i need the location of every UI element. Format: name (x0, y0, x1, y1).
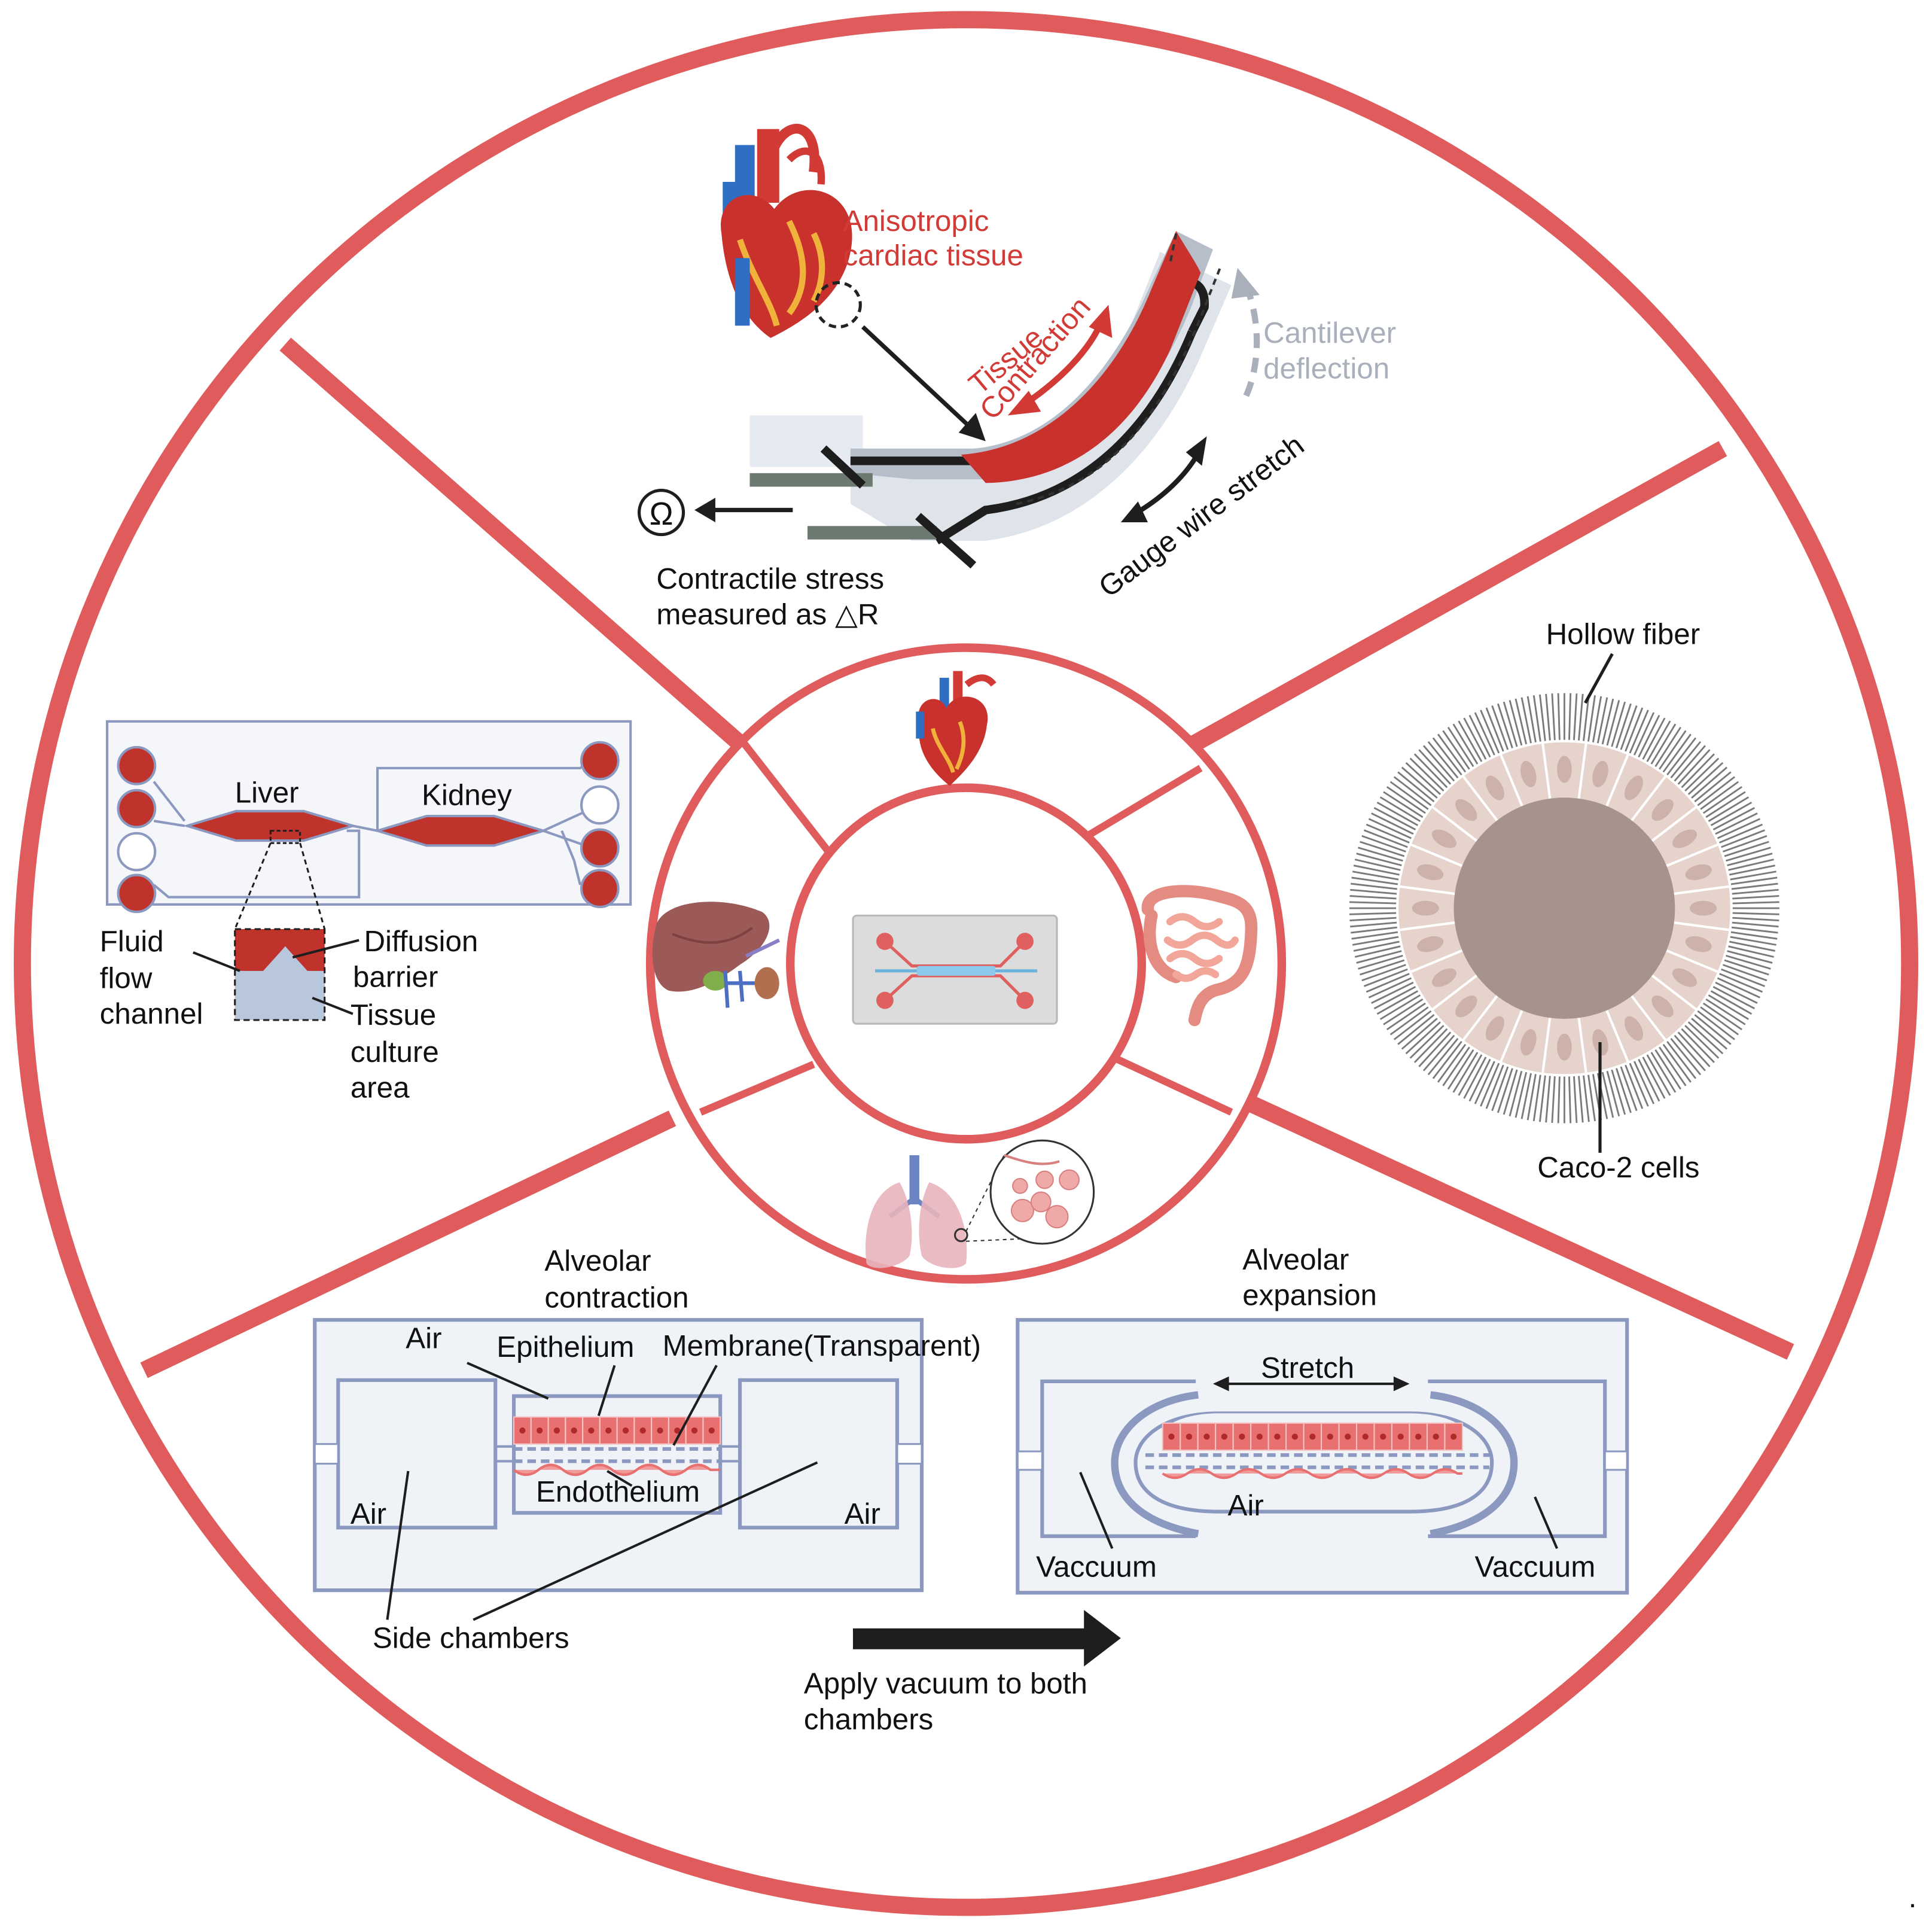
kidney-channel (373, 814, 548, 847)
expansion-title-line2: expansion (1242, 1279, 1377, 1312)
liver-label: Liver (235, 776, 299, 809)
diffusion-label-line2: barrier (353, 961, 438, 994)
air-label-expansion: Air (1228, 1489, 1264, 1522)
air-label-right: Air (845, 1497, 880, 1530)
heart-icon (916, 671, 997, 786)
divider-top-left (279, 337, 746, 750)
epithelium-cells (513, 1416, 721, 1445)
cross-section-inset (234, 928, 326, 1021)
heart-pointer-arrow (861, 325, 975, 432)
lung-section: Alveolar contraction Alveolar expansion … (313, 1243, 1629, 1736)
epithelium-cells (1162, 1422, 1463, 1451)
fluid-label-line1: Fluid (100, 925, 164, 958)
liver-kidney-section: Liver Kidney Fluid flow channel Diffusio… (100, 720, 632, 1104)
contraction-title-line2: contraction (544, 1281, 688, 1314)
alveolar-contraction-chip (313, 1318, 924, 1593)
alveolar-expansion-chip (1016, 1318, 1629, 1595)
cantilever-icon (749, 231, 1232, 569)
stress-label-line1: Contractile stress (656, 562, 884, 595)
caco2-cell-ring (1395, 739, 1733, 1077)
lungs-icon (866, 1139, 1095, 1268)
endothelium-label: Endothelium (536, 1475, 700, 1508)
apply-vacuum-line1: Apply vacuum to both (804, 1667, 1087, 1700)
hollow-fiber-label: Hollow fiber (1546, 617, 1701, 650)
deflection-label-line2: deflection (1263, 352, 1389, 385)
heart-icon (721, 124, 862, 338)
caco2-label: Caco-2 cells (1537, 1151, 1699, 1184)
liver-kidney-icon (652, 902, 781, 1008)
vacuum-label-left: Vaccuum (1036, 1551, 1157, 1584)
divider-bottom-left (140, 1110, 676, 1378)
expansion-title-line1: Alveolar (1242, 1243, 1349, 1276)
ohm-symbol: Ω (650, 497, 674, 532)
tissue-area-line1: Tissue (351, 998, 436, 1031)
divider-top-right (1190, 441, 1727, 751)
cardiac-title-line1: Anisotropic (843, 205, 989, 238)
fluid-label-line2: flow (100, 962, 153, 995)
liver-kidney-chip (106, 720, 632, 906)
apply-vacuum-line2: chambers (804, 1703, 933, 1736)
epithelium-label: Epithelium (496, 1331, 634, 1363)
air-label-top: Air (406, 1322, 441, 1354)
tissue-area-line2: culture (351, 1036, 439, 1068)
diffusion-label-line1: Diffusion (364, 925, 478, 958)
side-chambers-label: Side chambers (373, 1622, 569, 1655)
footer-mark: . (1909, 1881, 1917, 1914)
stretch-label: Stretch (1261, 1351, 1354, 1384)
fluid-label-line3: channel (100, 997, 203, 1030)
wells (117, 741, 620, 914)
gut-section: Hollow fiber Caco-2 cells (1349, 617, 1779, 1184)
intestine-icon (1141, 885, 1258, 1027)
cardiac-title-line2: cardiac tissue (843, 239, 1023, 272)
membrane-label: Membrane(Transparent) (663, 1329, 981, 1362)
vacuum-label-right: Vaccuum (1474, 1551, 1595, 1584)
apply-vacuum-arrow (853, 1610, 1121, 1667)
tissue-area-line3: area (351, 1071, 410, 1104)
deflection-label-line1: Cantilever (1263, 316, 1396, 349)
fiber-lumen (1453, 797, 1675, 1019)
contraction-title-line1: Alveolar (544, 1244, 651, 1277)
organ-chip-icon (852, 914, 1058, 1025)
divider-bottom-right (1233, 1089, 1794, 1360)
hollow-fiber (1349, 693, 1779, 1124)
stress-label-line2: measured as △R (656, 598, 879, 631)
kidney-label: Kidney (422, 779, 512, 812)
air-label-left: Air (351, 1497, 386, 1530)
